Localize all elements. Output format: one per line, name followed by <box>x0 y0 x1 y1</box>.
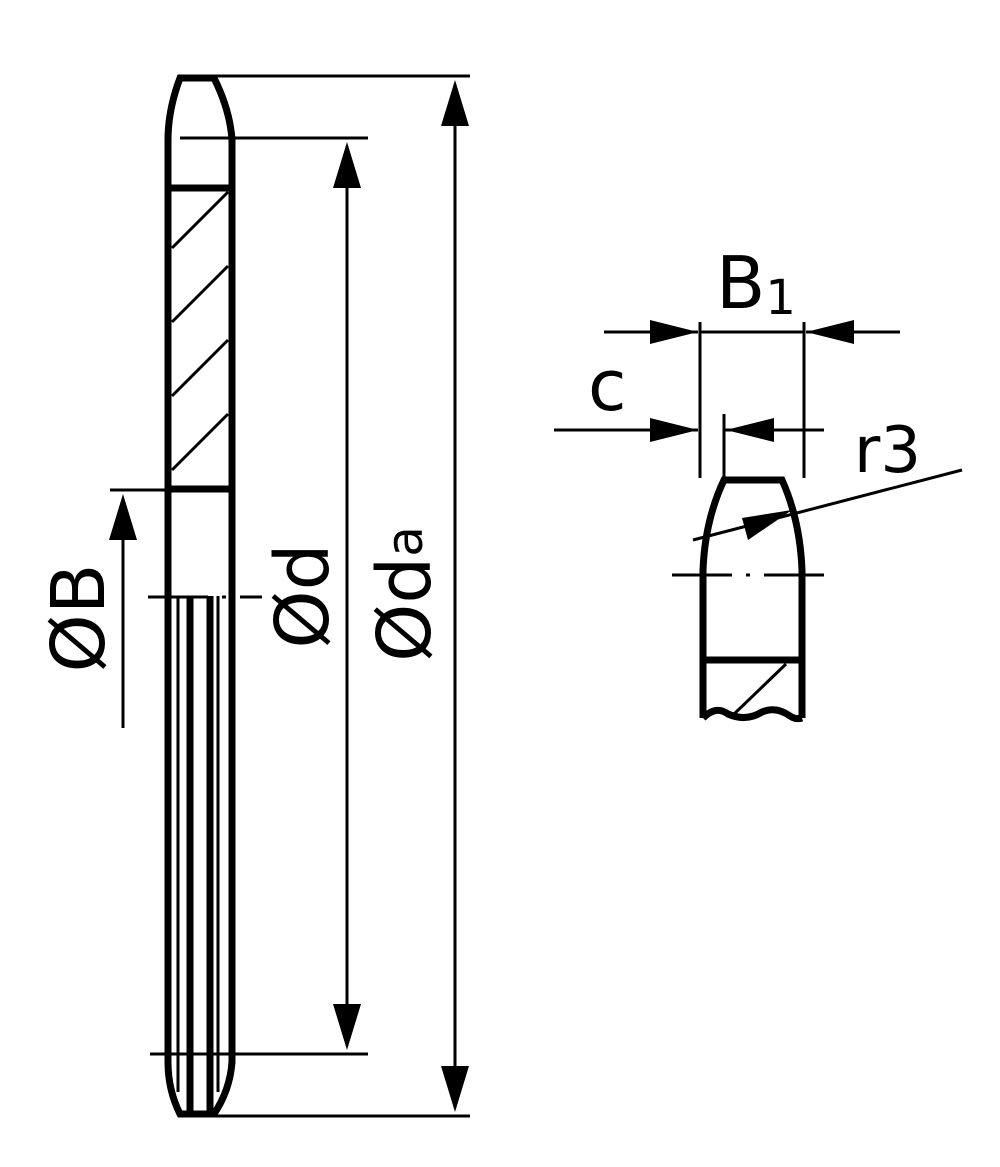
label-outside-diameter-main: Ød <box>362 557 448 662</box>
label-tooth-width: B1 <box>716 241 796 326</box>
label-chamfer: c <box>588 345 627 427</box>
label-tooth-width-main: B <box>716 241 765 325</box>
sprocket-outline <box>164 74 236 1118</box>
tooth-outline <box>699 476 806 718</box>
label-tooth-width-sub: 1 <box>765 270 796 326</box>
label-outside-diameter: Øda <box>362 526 448 662</box>
sprocket-side-view: ØB Ød Øda <box>36 74 470 1118</box>
arrow-d-bottom <box>333 1004 361 1050</box>
arrow-da-bottom <box>441 1066 469 1112</box>
section-hatching <box>170 190 230 472</box>
arrow-b1-right <box>806 320 854 344</box>
label-pitch-diameter: Ød <box>260 543 346 648</box>
arrow-d-top <box>333 142 361 188</box>
label-bore-diameter: ØB <box>36 563 122 672</box>
arrow-c-left <box>650 418 698 442</box>
arrow-b1-left <box>650 320 698 344</box>
leader-r3 <box>692 468 963 542</box>
arrow-c-right <box>726 418 774 442</box>
label-radius: r3 <box>854 414 921 488</box>
arrow-r3 <box>742 510 792 540</box>
tooth-hatch <box>730 662 788 718</box>
label-outside-diameter-sub: a <box>376 526 434 557</box>
arrow-da-top <box>441 80 469 126</box>
arrow-b <box>109 494 137 540</box>
hub-lines <box>176 596 220 1112</box>
break-line <box>700 706 804 723</box>
tooth-profile-detail: B1 c r3 <box>554 241 963 723</box>
